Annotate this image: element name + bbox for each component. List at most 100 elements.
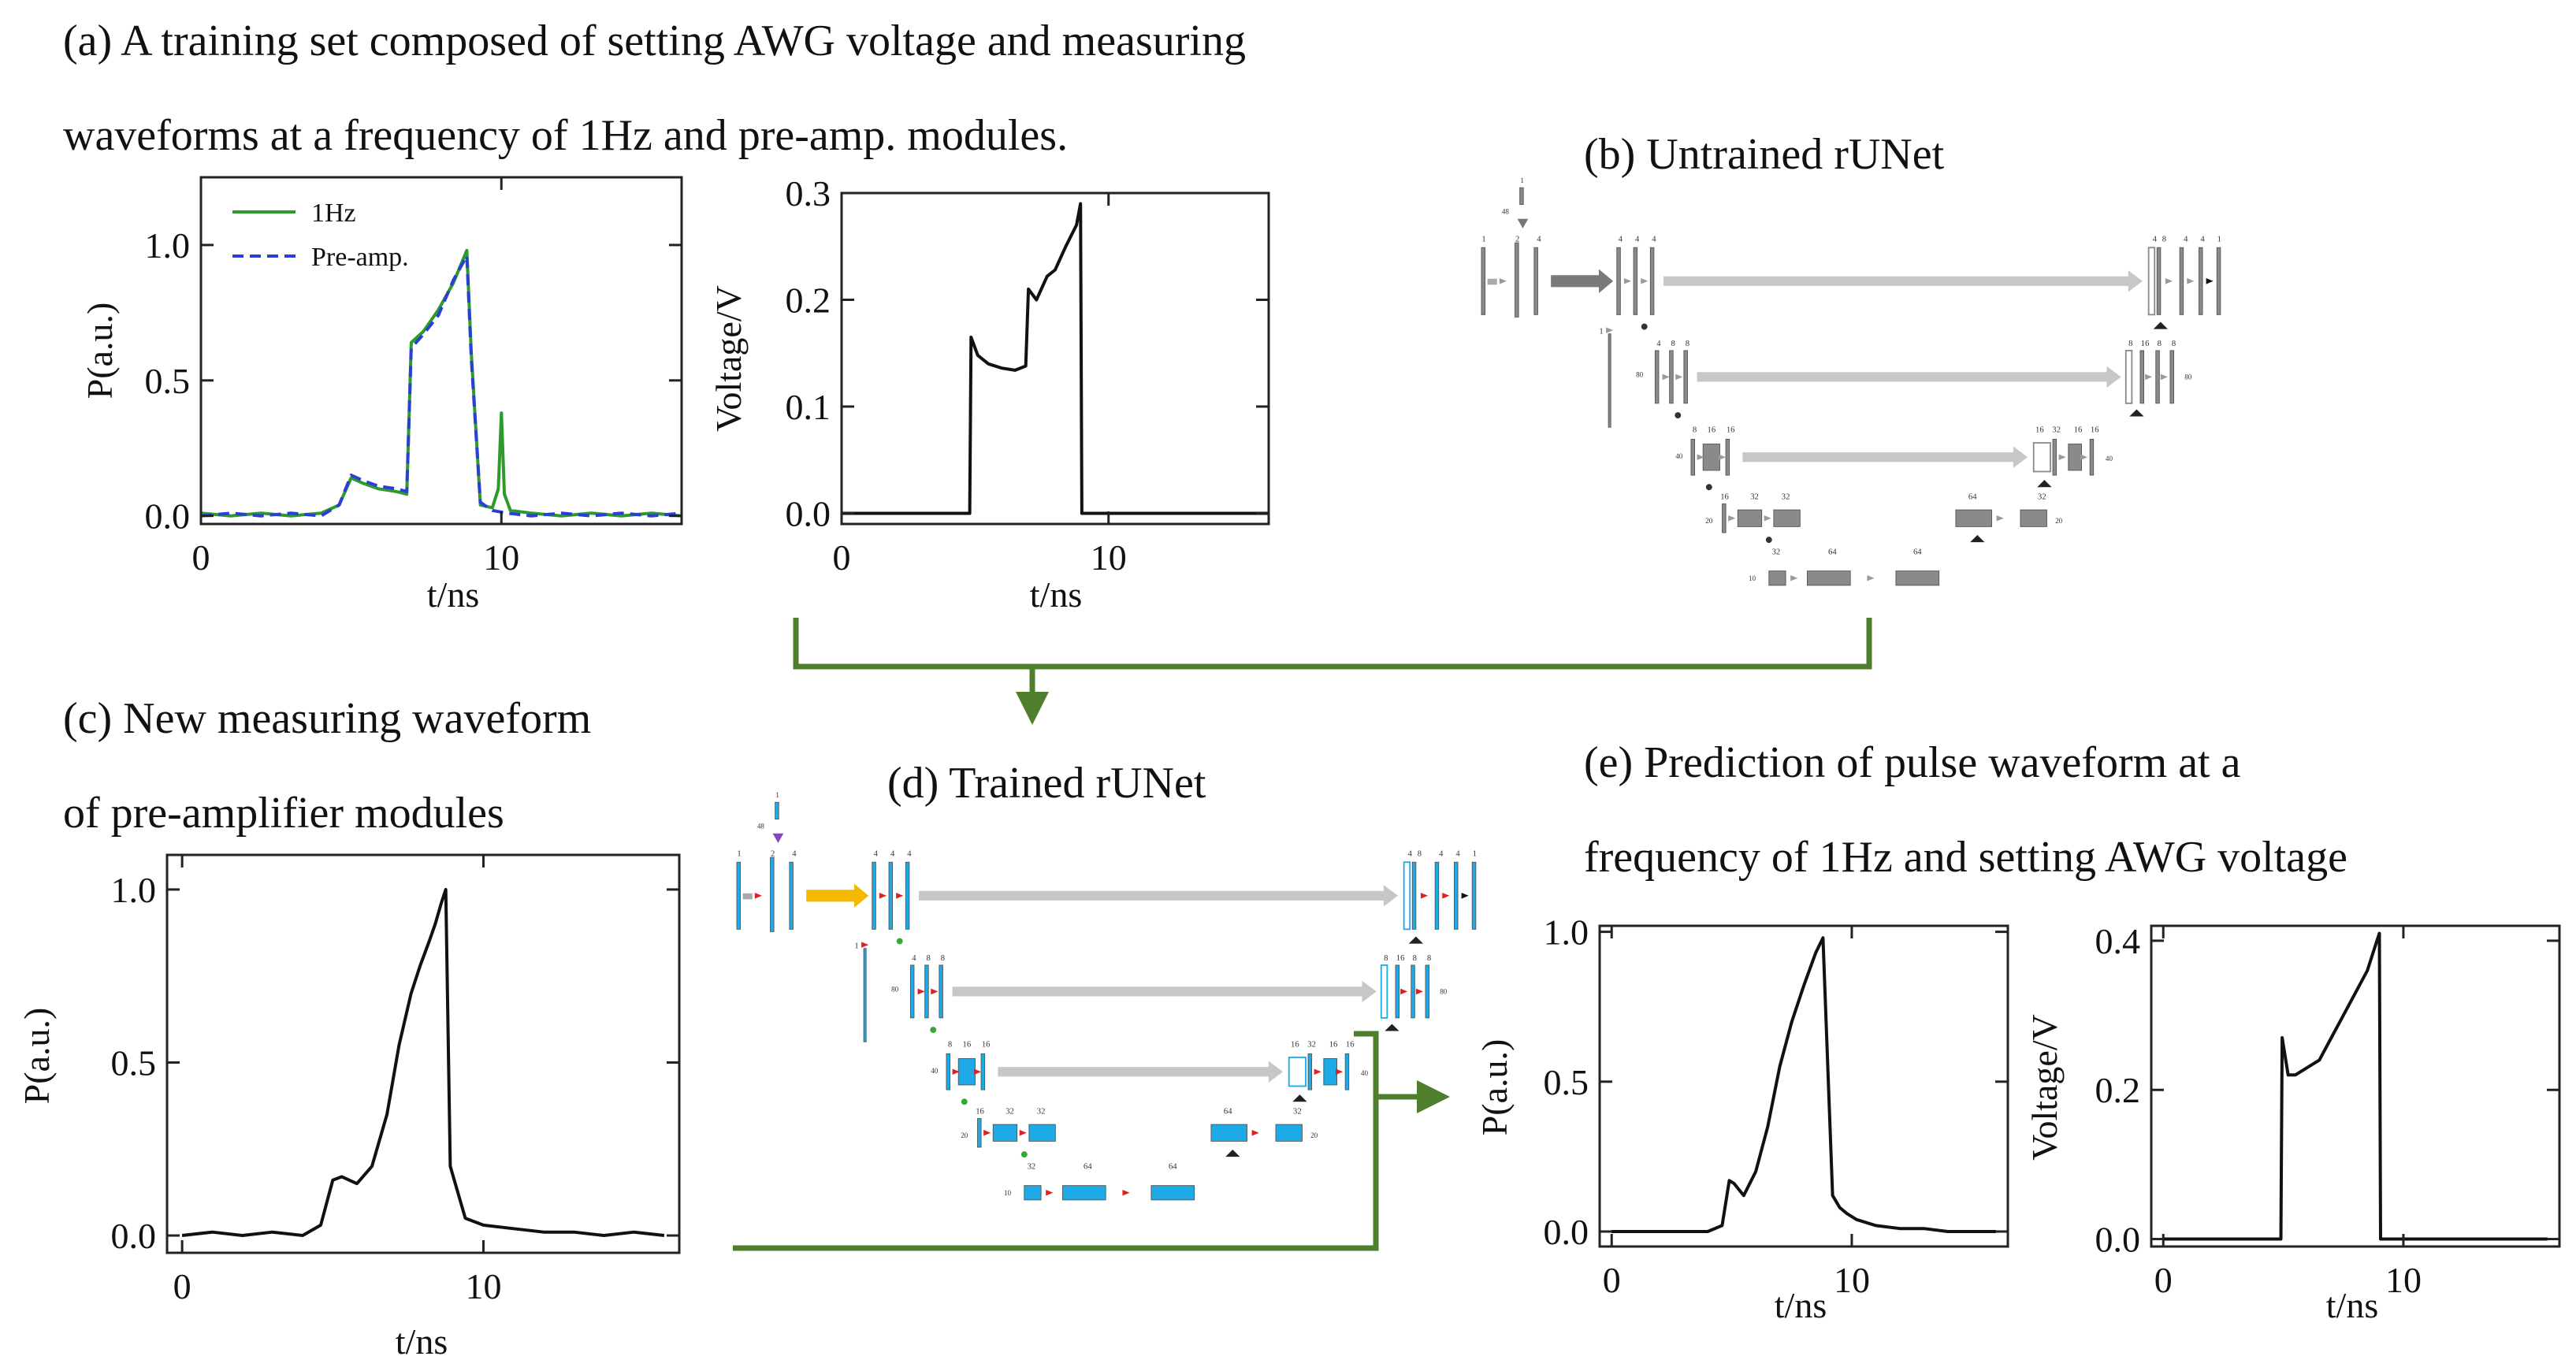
y-tick-label: 0.5 (145, 361, 191, 401)
series-line-e_left-0 (1611, 936, 1996, 1233)
layer-label: 8 (1413, 954, 1417, 963)
conv-arrow (1728, 515, 1736, 522)
skip-arrowhead (2013, 446, 2028, 468)
layer-block (980, 1053, 986, 1090)
x-tick-label: 10 (483, 537, 519, 578)
layer-label: 64 (1828, 548, 1837, 556)
layer-label: 20 (1705, 517, 1713, 525)
layer-block (1028, 1124, 1056, 1142)
layer-block (1323, 1058, 1337, 1086)
upsample-arrow (1292, 1094, 1307, 1102)
conv-arrow (2165, 278, 2173, 284)
legend-label: Pre-amp. (311, 243, 409, 272)
y-tick-label: 0.1 (786, 387, 831, 427)
layer-label: 16 (1346, 1040, 1355, 1049)
layer-label: 32 (2038, 492, 2046, 501)
layer-block (1702, 444, 1720, 471)
y-tick-label: 0.0 (2095, 1220, 2141, 1260)
conv-arrow (2080, 454, 2088, 461)
plot-frame (840, 191, 1270, 526)
upsample-arrow (2153, 321, 2168, 329)
conv-arrow (1499, 278, 1507, 284)
layer-label: 32 (1293, 1107, 1302, 1116)
layer-block (1395, 964, 1400, 1019)
layer-label: 64 (1968, 492, 1977, 501)
conv-arrow (2058, 454, 2066, 461)
pool-dot (1020, 1151, 1028, 1158)
layer-label: 4 (2184, 236, 2188, 244)
x-axis-label: t/ns (427, 574, 479, 615)
layer-block (1683, 350, 1688, 404)
layer-block (939, 964, 943, 1019)
series-line-a_left-1 (200, 254, 682, 518)
plot-frame (165, 853, 681, 1254)
layer-label: 40 (1675, 452, 1683, 460)
y-axis-label: P(a.u.) (80, 303, 120, 399)
layer-label: 4 (912, 954, 916, 963)
pool-dot (930, 1027, 937, 1033)
conv-arrow (1996, 515, 2004, 522)
layer-label: 8 (1427, 954, 1431, 963)
thick-input-arrow (1551, 269, 1614, 293)
x-axis-label: t/ns (1775, 1285, 1827, 1325)
title-a-line1: (a) A training set composed of setting A… (63, 17, 1246, 65)
layer-label: 2 (1515, 236, 1519, 244)
layer-label: 16 (982, 1040, 991, 1049)
series-line-c-0 (181, 887, 665, 1237)
skip-connection (998, 1067, 1271, 1077)
layer-block (863, 948, 867, 1042)
layer-block (2020, 509, 2047, 527)
conv-arrow (1251, 1129, 1259, 1136)
plot-frame (199, 176, 683, 526)
conv-arrow (2145, 373, 2153, 381)
legend-label: 1Hz (311, 199, 356, 228)
x-tick-label: 10 (1834, 1260, 1870, 1300)
layer-block (1515, 242, 1519, 318)
layer-block (1633, 247, 1638, 315)
layer-label: 48 (757, 823, 765, 830)
layer-label: 1 (2217, 236, 2221, 244)
conv-arrow (1697, 454, 1704, 461)
conv-arrow (2206, 278, 2214, 284)
conv-arrow (917, 988, 925, 995)
y-tick-label: 0.4 (2095, 921, 2141, 961)
conv-arrow (1662, 373, 1670, 381)
y-tick-label: 1.0 (145, 225, 191, 266)
conv-arrow (983, 1129, 991, 1136)
layer-block (977, 1118, 982, 1148)
layer-block (775, 801, 779, 819)
layer-label: 8 (2172, 340, 2176, 348)
x-tick-label: 0 (173, 1266, 191, 1306)
layer-block (1616, 247, 1621, 315)
layer-label: 1 (737, 850, 741, 859)
layer-label: 8 (1418, 850, 1422, 859)
y-axis-label: Voltage/V (708, 285, 749, 432)
layer-block (1608, 333, 1611, 428)
layer-label: 8 (941, 954, 945, 963)
title-e-line2: frequency of 1Hz and setting AWG voltage (1584, 833, 2347, 882)
skip-connection (952, 986, 1365, 997)
layer-block (1024, 1185, 1042, 1201)
series-line-a_right-0 (842, 202, 1269, 515)
y-axis-label: P(a.u.) (17, 1008, 57, 1105)
layer-block (2179, 247, 2184, 315)
layer-label: 32 (1750, 492, 1759, 501)
conv-arrow (1314, 1068, 1321, 1076)
layer-label: 40 (931, 1067, 939, 1075)
conv-arrow (1764, 515, 1771, 522)
x-axis-label: t/ns (2326, 1285, 2378, 1325)
conv-arrow (1442, 893, 1450, 899)
layer-label: 4 (1635, 236, 1640, 244)
layer-block (1150, 1185, 1195, 1201)
y-axis-label: Voltage/V (2024, 1014, 2065, 1161)
layer-label: 16 (1708, 425, 1716, 434)
layer-block (1654, 350, 1660, 404)
x-axis-label: t/ns (396, 1321, 448, 1362)
layer-label: 32 (1028, 1162, 1036, 1171)
layer-block (872, 861, 876, 930)
layer-label: 4 (1408, 850, 1413, 859)
layer-label: 10 (1004, 1189, 1012, 1197)
layer-label: 32 (2052, 425, 2061, 434)
